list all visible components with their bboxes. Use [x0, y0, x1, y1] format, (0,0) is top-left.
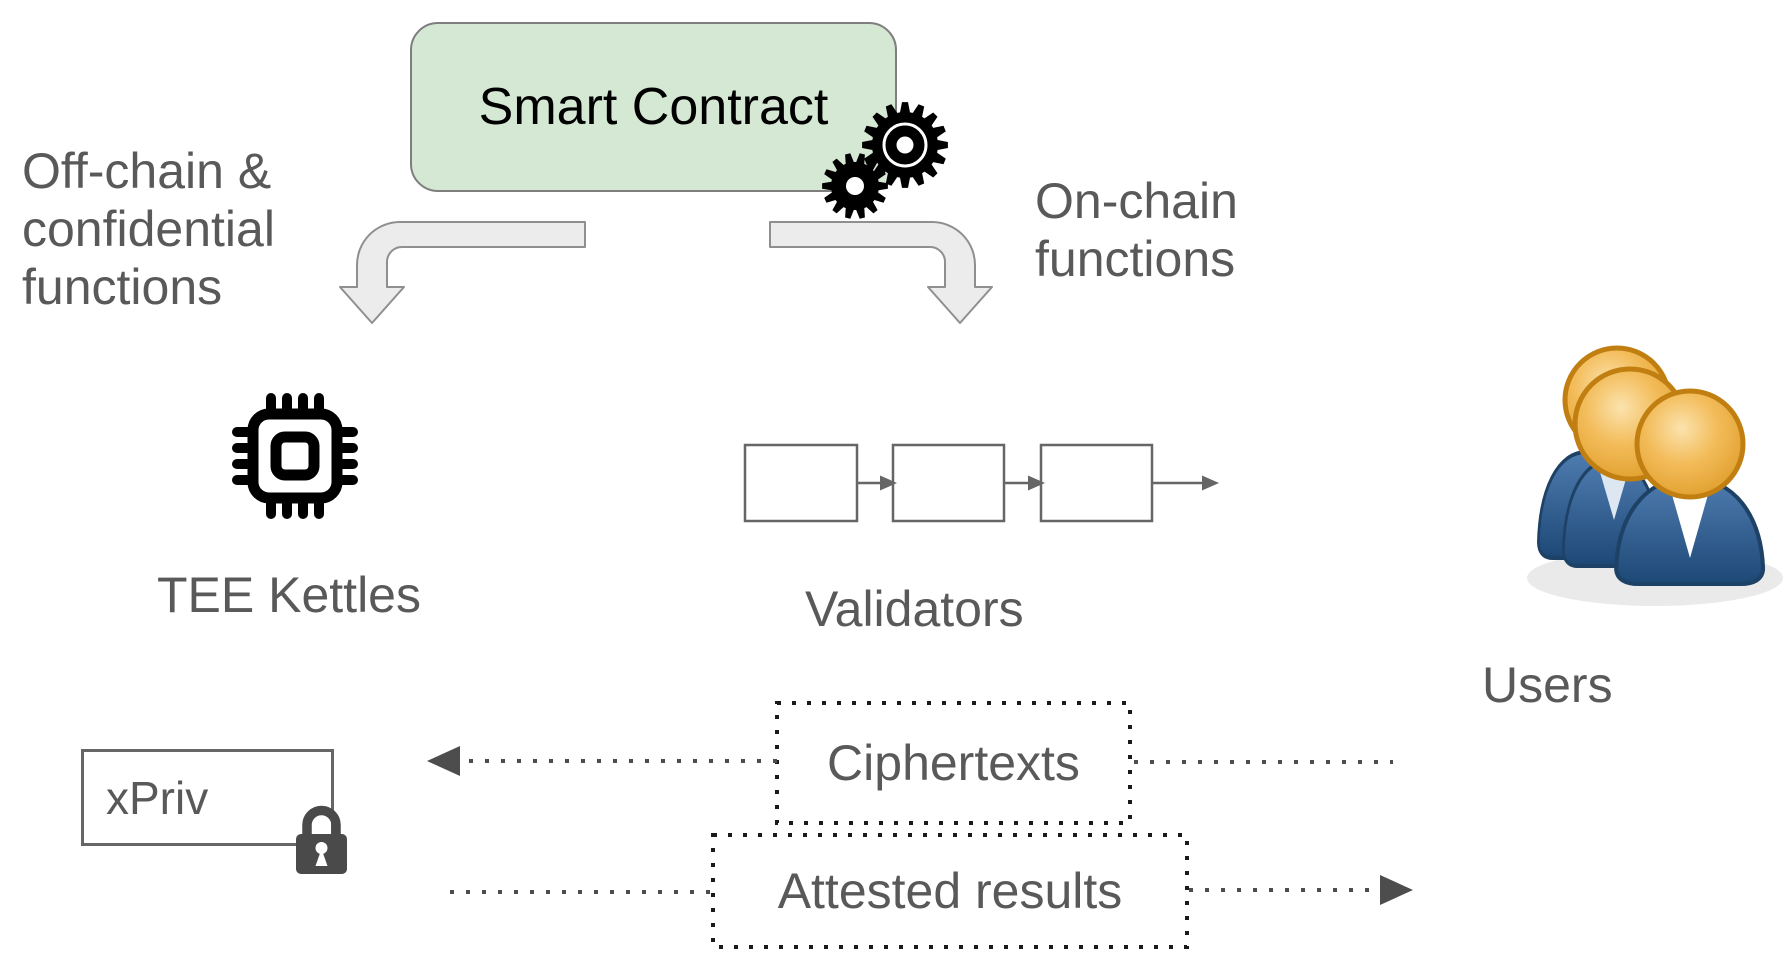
- on-chain-label: On-chain functions: [1035, 172, 1238, 288]
- ciphertexts-arrowhead-left: [427, 746, 460, 776]
- lock-icon: [296, 805, 347, 874]
- block-link-3-arrowhead: [1202, 475, 1219, 491]
- smart-contract-label: Smart Contract: [478, 78, 829, 136]
- gears-icon: [822, 102, 948, 219]
- cpu-chip-icon: [232, 393, 358, 519]
- off-chain-label-line3: functions: [22, 259, 223, 315]
- block-1: [743, 443, 859, 523]
- off-chain-label-line1: Off-chain &: [22, 143, 272, 199]
- block-2: [891, 443, 1006, 523]
- attested-results-dotted-box: [711, 833, 1189, 949]
- gear-large-ring: [882, 122, 928, 168]
- block-link-2-arrowhead: [1028, 475, 1045, 491]
- blockchain-blocks: [743, 443, 1219, 523]
- smart-contract-box: Smart Contract: [410, 22, 897, 192]
- users-group-icon: [1527, 345, 1783, 606]
- block-3: [1039, 443, 1154, 523]
- block-link-1-arrowhead: [880, 475, 897, 491]
- validators-label: Validators: [805, 581, 1024, 637]
- xpriv-label: xPriv: [106, 771, 209, 824]
- off-chain-flow-arrow: [339, 221, 586, 324]
- ciphertexts-label: Ciphertexts: [827, 735, 1080, 791]
- users-label: Users: [1482, 657, 1613, 713]
- on-chain-label-line1: On-chain: [1035, 173, 1238, 229]
- ciphertexts-dotted-box: [775, 701, 1132, 825]
- xpriv-box: xPriv: [81, 749, 334, 846]
- off-chain-label: Off-chain & confidential functions: [22, 142, 275, 316]
- user-front-head: [1634, 388, 1746, 500]
- tee-kettles-label: TEE Kettles: [157, 567, 421, 623]
- attested-arrowhead-right: [1380, 875, 1413, 905]
- attested-results-label: Attested results: [777, 863, 1123, 919]
- on-chain-label-line2: functions: [1035, 231, 1236, 287]
- off-chain-label-line2: confidential: [22, 201, 275, 257]
- gear-small-hub: [846, 177, 864, 195]
- on-chain-flow-arrow: [769, 221, 993, 324]
- gear-large-hub: [896, 136, 914, 154]
